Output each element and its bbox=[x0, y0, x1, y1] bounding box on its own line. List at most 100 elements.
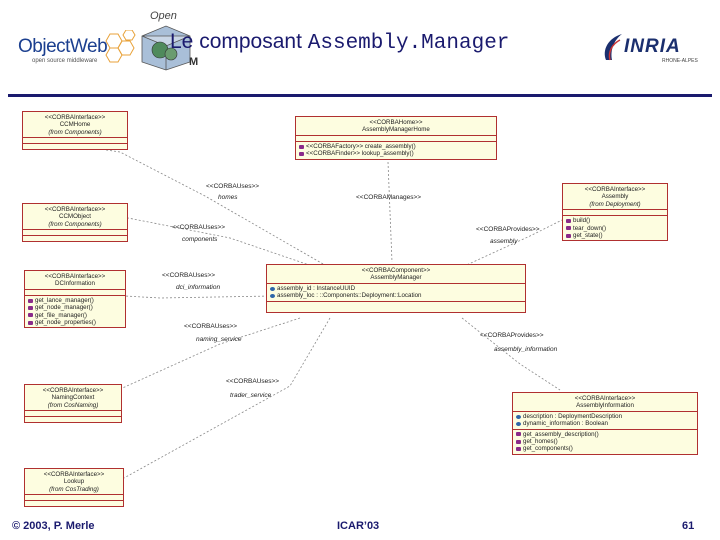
ccmhome-interface: <<CORBAInterface>> CCMHome (from Compone… bbox=[22, 111, 128, 151]
attribute-icon bbox=[270, 286, 275, 291]
objectweb-logo-text: ObjectWeb bbox=[18, 36, 108, 57]
assembly-from: (from Deployment) bbox=[589, 200, 641, 208]
ccmobject-name: CCMObject bbox=[59, 213, 91, 221]
dcinfo-stereotype: <<CORBAInterface>> bbox=[44, 273, 106, 280]
components-stereotype-label: <<CORBAUses>> bbox=[172, 224, 226, 231]
inria-logo-text: INRIA bbox=[624, 36, 681, 57]
ainfo-op: get_assembly_description() bbox=[516, 431, 694, 438]
operation-icon bbox=[516, 447, 521, 452]
link-trader bbox=[123, 317, 331, 479]
operation-icon bbox=[566, 218, 571, 223]
operation-icon bbox=[566, 233, 571, 238]
components-role-label: components bbox=[182, 236, 218, 243]
dcinfo-op: get_file_manager() bbox=[28, 312, 122, 319]
naming-name: NamingContext bbox=[51, 394, 95, 402]
dcinfo-op: get_lance_manager() bbox=[28, 297, 122, 304]
assembly-name: Assembly bbox=[601, 193, 629, 201]
hexagon-network-icon bbox=[105, 30, 136, 63]
trader-role-label: trader_service bbox=[230, 392, 272, 399]
header-divider bbox=[8, 94, 712, 97]
ainfo-name: AssemblyInformation bbox=[576, 402, 634, 410]
ccmhome-name: CCMHome bbox=[59, 121, 91, 129]
operation-icon bbox=[28, 305, 33, 310]
dcinfo-name: DCInformation bbox=[55, 280, 95, 288]
footer-event: ICAR’03 bbox=[337, 520, 380, 532]
assembly-op: get_state() bbox=[566, 232, 664, 239]
ainfo-attr: description : DeploymentDescription bbox=[516, 413, 694, 420]
lookup-interface: <<CORBAInterface>> Lookup (from CosTradi… bbox=[24, 468, 124, 508]
attribute-icon bbox=[516, 421, 521, 426]
inria-logo: INRIA RHONE-ALPES bbox=[600, 30, 700, 70]
assemblymanager-component: <<CORBAComponent>> AssemblyManager assem… bbox=[266, 264, 526, 313]
attribute-icon bbox=[270, 293, 275, 298]
amhome-stereotype: <<CORBAHome>> bbox=[369, 119, 423, 126]
lookup-name: Lookup bbox=[63, 478, 85, 486]
amhome-name: AssemblyManagerHome bbox=[362, 126, 430, 134]
ccmobject-stereotype: <<CORBAInterface>> bbox=[44, 206, 106, 213]
link-manages bbox=[387, 161, 393, 263]
naming-role-label: naming_service bbox=[196, 336, 242, 343]
inria-emblem-icon bbox=[604, 34, 622, 61]
ccmobject-interface: <<CORBAInterface>> CCMObject (from Compo… bbox=[22, 203, 128, 243]
assembly-stereotype-label: <<CORBAProvides>> bbox=[476, 226, 540, 233]
link-components bbox=[127, 217, 319, 269]
opencorba-logo: Open M bbox=[136, 10, 204, 76]
ainfo-stereotype: <<CORBAInterface>> bbox=[574, 395, 636, 402]
amhome-op: <<CORBAFactory>> create_assembly() bbox=[299, 143, 493, 150]
link-naming bbox=[117, 317, 301, 391]
am-attr: assembly_loc : ::Components::Deployment:… bbox=[270, 292, 522, 299]
dcinformation-interface: <<CORBAInterface>> DCInformation get_lan… bbox=[24, 270, 126, 329]
footer-copyright: © 2003, P. Merle bbox=[12, 520, 95, 532]
naming-from: (from CosNaming) bbox=[47, 401, 99, 409]
trader-stereotype-label: <<CORBAUses>> bbox=[226, 378, 280, 385]
amhome-op: <<CORBAFinder>> lookup_assembly() bbox=[299, 150, 493, 157]
ainfo-op: get_components() bbox=[516, 445, 694, 452]
operation-icon bbox=[566, 226, 571, 231]
inria-logo-tagline: RHONE-ALPES bbox=[662, 58, 698, 64]
assemblyinformation-interface: <<CORBAInterface>> AssemblyInformation d… bbox=[512, 392, 698, 455]
dci-stereotype-label: <<CORBAUses>> bbox=[162, 272, 216, 279]
ccmhome-stereotype: <<CORBAInterface>> bbox=[44, 114, 106, 121]
am-attr: assembly_id : InstanceUUID bbox=[270, 285, 522, 292]
ccmhome-from: (from Components) bbox=[48, 128, 102, 136]
assembly-op: tear_down() bbox=[566, 225, 664, 232]
opencorba-logo-bottom: M bbox=[189, 56, 199, 68]
homes-stereotype-label: <<CORBAUses>> bbox=[206, 183, 260, 190]
am-name: AssemblyManager bbox=[370, 274, 422, 282]
link-ainfo bbox=[461, 317, 561, 391]
title-mono: Assembly.Manager bbox=[307, 32, 510, 55]
operation-icon bbox=[28, 298, 33, 303]
page-title: Le composant Assembly.Manager bbox=[170, 30, 509, 55]
objectweb-logo-tagline: open source middleware bbox=[32, 58, 98, 64]
homes-role-label: homes bbox=[218, 194, 238, 201]
operation-icon bbox=[299, 151, 304, 156]
assembly-role-label: assembly bbox=[490, 238, 518, 245]
operation-icon bbox=[28, 320, 33, 325]
operation-icon bbox=[28, 313, 33, 318]
dcinfo-op: get_node_manager() bbox=[28, 304, 122, 311]
am-stereotype: <<CORBAComponent>> bbox=[361, 267, 431, 274]
manages-label: <<CORBAManages>> bbox=[356, 194, 422, 201]
dci-role-label: dci_information bbox=[176, 284, 221, 291]
ainfo-role-label: assembly_information bbox=[494, 346, 558, 353]
link-assembly bbox=[459, 219, 563, 269]
ainfo-attr: dynamic_information : Boolean bbox=[516, 420, 694, 427]
assembly-op: build() bbox=[566, 217, 664, 224]
ainfo-op: get_homes() bbox=[516, 438, 694, 445]
footer-page-number: 61 bbox=[682, 520, 695, 532]
assemblymanagerhome-home: <<CORBAHome>> AssemblyManagerHome <<CORB… bbox=[295, 116, 497, 160]
operation-icon bbox=[299, 144, 304, 149]
naming-stereotype-label: <<CORBAUses>> bbox=[184, 323, 238, 330]
attribute-icon bbox=[516, 414, 521, 419]
component-box-icon bbox=[141, 25, 191, 71]
assembly-interface: <<CORBAInterface>> Assembly (from Deploy… bbox=[562, 183, 668, 242]
ainfo-stereotype-label: <<CORBAProvides>> bbox=[480, 332, 544, 339]
link-dci bbox=[124, 295, 273, 299]
ccmobject-from: (from Components) bbox=[48, 220, 102, 228]
namingcontext-interface: <<CORBAInterface>> NamingContext (from C… bbox=[24, 384, 122, 424]
lookup-stereotype: <<CORBAInterface>> bbox=[43, 471, 105, 478]
title-prefix: Le composant bbox=[170, 30, 302, 53]
lookup-from: (from CosTrading) bbox=[49, 485, 99, 493]
naming-stereotype: <<CORBAInterface>> bbox=[42, 387, 104, 394]
operation-icon bbox=[516, 439, 521, 444]
